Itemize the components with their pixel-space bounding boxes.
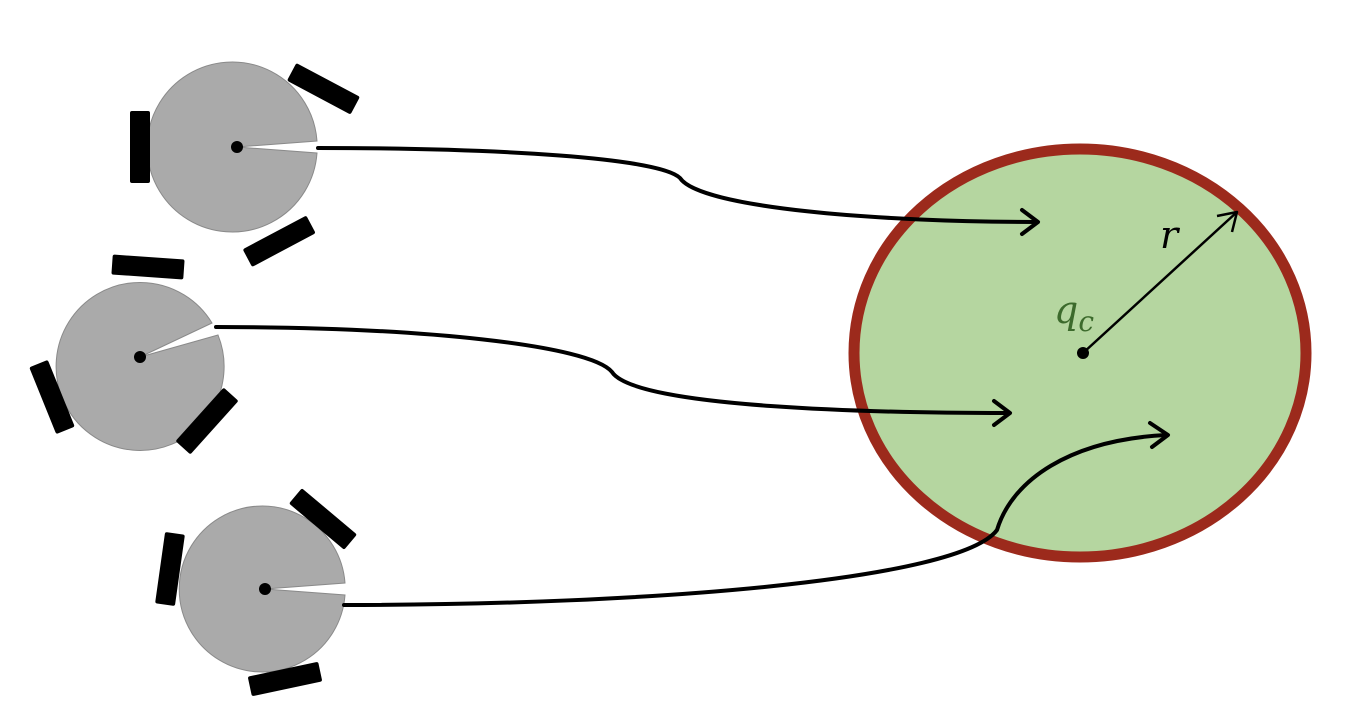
center-label-subscript: c <box>1078 305 1094 338</box>
radius-label: r <box>1160 213 1181 257</box>
robot-3-wheel <box>289 489 357 549</box>
trajectory-2 <box>214 325 1010 415</box>
trajectory-1 <box>316 146 1038 224</box>
robot-3-center <box>259 583 271 595</box>
robot-3 <box>155 489 357 696</box>
robot-3-wheel <box>155 532 185 606</box>
robot-2-wheel <box>29 360 75 434</box>
robot-2-wheel <box>176 388 238 454</box>
robot-1-center <box>231 141 243 153</box>
center-label: qc <box>1054 288 1094 338</box>
trajectory-2-arrowhead <box>992 399 1012 427</box>
robot-1-wheel <box>130 111 150 183</box>
robot-3-wheel <box>248 662 322 696</box>
trajectory-3-arrowhead <box>1148 421 1170 449</box>
robot-1 <box>130 61 360 267</box>
robot-1-wheel <box>287 63 360 114</box>
robot-1-wheel <box>243 216 315 267</box>
robot-2 <box>29 254 238 454</box>
robot-2-wheel <box>111 254 185 280</box>
center-label-symbol: q <box>1054 288 1078 332</box>
trajectory-1-arrowhead <box>1020 208 1040 236</box>
radius-arrow <box>1082 210 1239 354</box>
trajectory-3 <box>342 433 1168 607</box>
robot-2-center <box>134 351 146 363</box>
